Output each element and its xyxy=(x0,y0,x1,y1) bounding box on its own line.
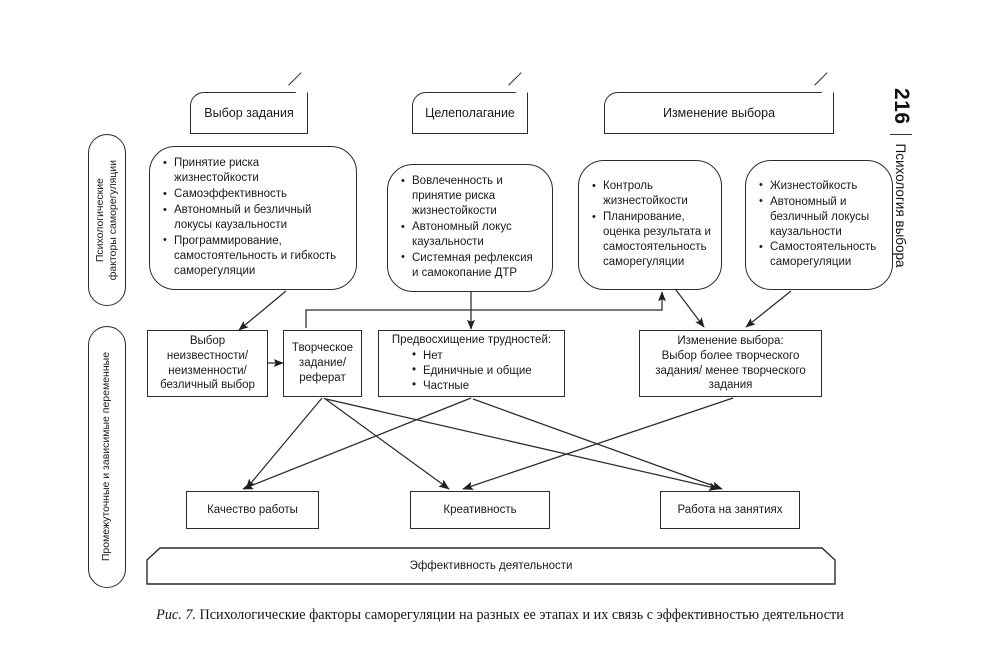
node-line: задания/ менее творческого xyxy=(655,364,806,377)
node-work-quality: Качество работы xyxy=(186,491,319,529)
list-item: Системная рефлексия и самокопание ДТР xyxy=(401,250,542,281)
banner-effectiveness xyxy=(146,547,836,585)
banner-task-choice-label: Выбор задания xyxy=(204,106,294,120)
arrow-creative-task-to-creativity xyxy=(323,397,450,490)
list-item: Автономный и безличный локусы каузальнос… xyxy=(163,203,346,233)
list-item: Планирование, оценка результата и самост… xyxy=(592,210,711,270)
list-item: Единичные и общие xyxy=(412,363,532,379)
node-class-work: Работа на занятиях xyxy=(660,491,800,529)
rail-label-variables: Промежуточные и зависимые переменные xyxy=(100,352,113,562)
bubble-task-choice-factors: Принятие риска жизнестойкости Самоэффект… xyxy=(149,146,357,290)
node-line: Креативность xyxy=(443,503,517,516)
bubble-goal-setting-factors: Вовлеченность и принятие риска жизнестой… xyxy=(387,164,553,292)
node-line: задания xyxy=(708,379,753,392)
banner-shape xyxy=(147,548,835,584)
page-number: 216 xyxy=(890,88,913,125)
node-choice-unknown: Выбор неизвестности/ неизменности/ безли… xyxy=(147,330,268,397)
list-item: Частные xyxy=(412,378,532,394)
banner-effectiveness-text-wrap: Эффективность деятельности xyxy=(146,547,836,585)
bubble-hardiness-factors: Жизнестойкость Автономный и безличный ло… xyxy=(745,160,893,290)
running-title: Психология выбора xyxy=(893,143,909,268)
arrow-control-to-choice-change xyxy=(675,289,705,328)
banner-goal-setting-label: Целеполагание xyxy=(425,106,515,120)
arrow-hardiness-to-choice-change xyxy=(745,290,792,328)
figure-caption: Рис. 7. Психологические факторы саморегу… xyxy=(0,607,1000,624)
header-divider xyxy=(890,133,912,135)
node-line: задание/ xyxy=(298,357,347,370)
arrow-creative-task-to-control xyxy=(305,291,666,328)
node-line: неизвестности/ xyxy=(166,349,249,362)
node-line: реферат xyxy=(299,371,346,384)
bubble-hardiness-list: Жизнестойкость Автономный и безличный ло… xyxy=(758,178,882,272)
node-line: Изменение выбора: xyxy=(677,335,784,348)
list-item: Нет xyxy=(412,348,532,364)
list-item: Автономный и безличный локусы каузальнос… xyxy=(759,194,882,240)
arrow-anticipation-to-class-work xyxy=(472,398,723,490)
banner-corner-clip xyxy=(288,71,315,99)
arrow-creative-task-to-class-work xyxy=(325,398,720,491)
list-item: Автономный локус каузальности xyxy=(401,220,542,250)
arrow-factors-to-choice-unknown xyxy=(238,290,287,331)
list-item: Вовлеченность и принятие риска жизнестой… xyxy=(401,174,542,219)
figure-label: Рис. 7. xyxy=(156,607,196,623)
banner-task-choice: Выбор задания xyxy=(190,71,315,134)
node-heading: Предвосхищение трудностей: xyxy=(391,333,552,346)
node-line: Творческое xyxy=(291,342,354,355)
bubble-task-choice-list: Принятие риска жизнестойкости Самоэффект… xyxy=(162,156,346,280)
node-creative-task: Творческое задание/ реферат xyxy=(283,330,362,397)
arrow-anticipation-to-work-quality xyxy=(242,397,472,490)
node-line: Выбор xyxy=(189,335,226,348)
node-creativity: Креативность xyxy=(410,491,550,529)
node-line: безличный выбор xyxy=(160,379,255,392)
list-item: Самоэффективность xyxy=(163,187,346,202)
banner-corner-clip xyxy=(814,71,841,99)
figure-caption-text: Психологические факторы саморегуляции на… xyxy=(199,607,844,623)
banner-corner-clip xyxy=(508,71,535,99)
node-anticipation: Предвосхищение трудностей: Нет Единичные… xyxy=(378,330,565,397)
node-line: Выбор более творческого xyxy=(661,349,800,362)
list-item: Жизнестойкость xyxy=(759,178,882,194)
list-item: Контроль жизнестойкости xyxy=(592,179,711,209)
node-line: Качество работы xyxy=(207,503,298,516)
banner-effectiveness-label: Эффективность деятельности xyxy=(409,560,573,572)
arrow-choice-change-to-creativity xyxy=(462,397,734,490)
node-line: неизменности/ xyxy=(168,364,247,377)
bubble-control-list: Контроль жизнестойкости Планирование, оц… xyxy=(591,179,711,271)
arrow-creative-task-to-work-quality xyxy=(245,397,323,490)
banner-goal-setting: Целеполагание xyxy=(412,71,535,134)
node-choice-change: Изменение выбора: Выбор более творческог… xyxy=(639,330,822,397)
banner-choice-change: Изменение выбора xyxy=(604,71,841,134)
bubble-goal-setting-list: Вовлеченность и принятие риска жизнестой… xyxy=(400,174,542,282)
list-item: Программирование, самостоятельность и ги… xyxy=(163,233,346,279)
banner-choice-change-label: Изменение выбора xyxy=(662,106,776,120)
node-anticipation-list: Нет Единичные и общие Частные xyxy=(389,348,532,395)
list-item: Самостоятельность саморегуляции xyxy=(759,240,882,270)
sidebar-rail-variables: Промежуточные и зависимые переменные xyxy=(88,326,126,588)
list-item: Принятие риска жизнестойкости xyxy=(163,156,346,186)
bubble-control-factors: Контроль жизнестойкости Планирование, оц… xyxy=(578,160,722,290)
node-line: Работа на занятиях xyxy=(677,503,783,516)
